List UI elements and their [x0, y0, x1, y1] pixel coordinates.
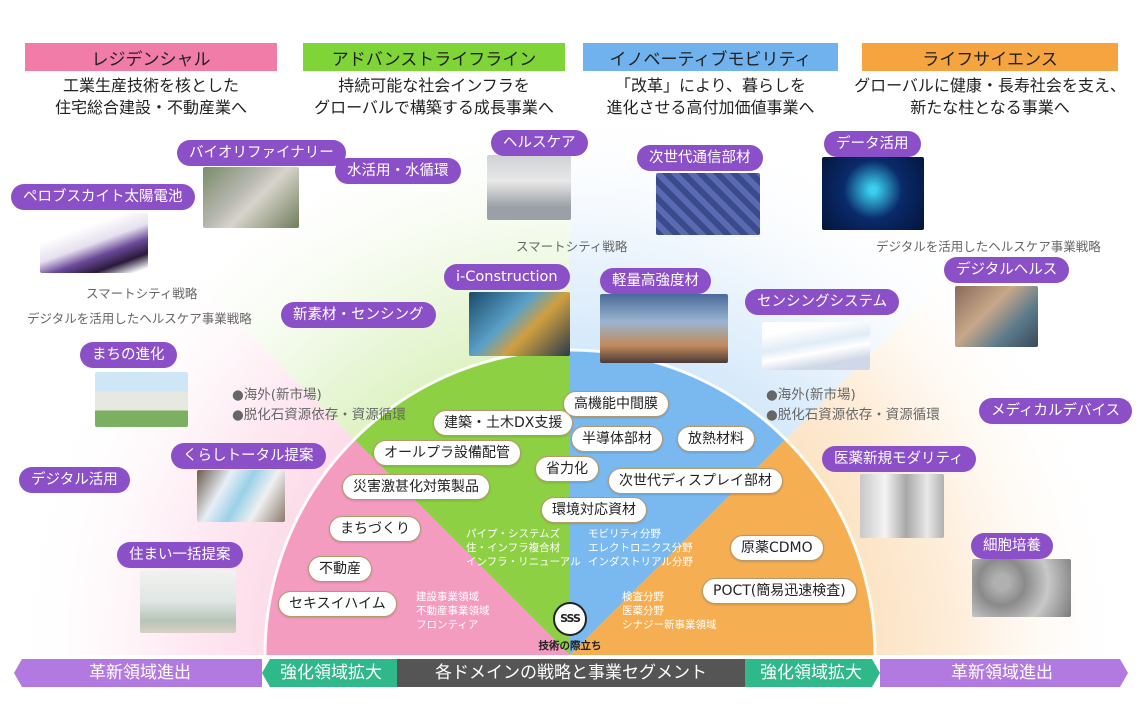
- healthcare-photo: [487, 155, 571, 220]
- bar-left-strengthen: 強化領域拡大: [280, 663, 382, 683]
- domain-header-mobility: イノベーティブモビリティ: [583, 43, 838, 71]
- drug-modality-photo: [860, 474, 944, 538]
- bullet-item: ●脱化石資源依存・資源循環: [232, 407, 406, 423]
- bullet-item: ●脱化石資源依存・資源循環: [766, 407, 940, 423]
- tag-shouryoku: 省力化: [535, 456, 599, 482]
- tag-handoutai: 半導体部材: [571, 426, 663, 452]
- bottom-bar-arrows: [14, 659, 1128, 687]
- perovskite-solar-photo: [40, 213, 148, 273]
- segment-medical: 検査分野 医薬分野 シナジー新事業領域: [622, 591, 717, 631]
- pill-sensing-system: センシングシステム: [745, 289, 900, 315]
- cell-culture-photo: [972, 559, 1071, 617]
- segment-mobility: モビリティ分野 エレクトロニクス分野 インダストリアル分野: [588, 528, 693, 568]
- tag-kankyo: 環境対応資材: [541, 497, 647, 523]
- pill-biorefinery: バイオリファイナリー: [177, 140, 346, 166]
- domain-title: ライフサイエンス: [922, 49, 1058, 70]
- pill-next-comm: 次世代通信部材: [637, 145, 763, 171]
- bullets-left: ●海外(新市場) ●脱化石資源依存・資源循環: [232, 385, 406, 425]
- pill-machi: まちの進化: [80, 342, 177, 368]
- bar-right-new: 革新領域進出: [951, 663, 1053, 683]
- note-smart-city-left: スマートシティ戦略: [86, 286, 198, 301]
- machi-photo: [95, 372, 188, 427]
- bar-left-new: 革新領域進出: [89, 663, 191, 683]
- domain-desc-lifescience: グローバルに健康・長寿社会を支え、 新たな柱となる事業へ: [854, 76, 1126, 117]
- pill-lightweight: 軽量高強度材: [600, 268, 711, 294]
- pill-perovskite: ペロブスカイト太陽電池: [11, 184, 195, 210]
- company-logo: SSS 技術の際立ち: [538, 602, 602, 657]
- pill-iconstruction: i-Construction: [444, 264, 570, 290]
- domain-desc-lifeline: 持続可能な社会インフラを グローバルで構築する成長事業へ: [314, 76, 554, 117]
- note-smart-city-center: スマートシティ戦略: [516, 239, 628, 254]
- pill-digital-health: デジタルヘルス: [944, 257, 1070, 283]
- pill-sumai: 住まい一括提案: [117, 542, 243, 568]
- pill-data-use: データ活用: [824, 131, 921, 157]
- pill-new-material: 新素材・センシング: [281, 302, 436, 328]
- domain-title: レジデンシャル: [91, 49, 211, 70]
- sumai-photo: [140, 570, 236, 633]
- data-use-photo: [822, 157, 924, 230]
- pill-drug-modality: 医薬新規モダリティ: [822, 446, 976, 472]
- tag-fudousan: 不動産: [308, 556, 372, 582]
- sensing-system-photo: [762, 322, 870, 370]
- iconstruction-photo: [469, 292, 570, 356]
- pill-digital-use: デジタル活用: [19, 467, 130, 493]
- bar-center: 各ドメインの戦略と事業セグメント: [435, 663, 707, 683]
- tag-display: 次世代ディスプレイ部材: [608, 468, 784, 494]
- tag-allpla: オールプラ設備配管: [373, 440, 521, 466]
- segment-housing: 建設事業領域 不動産事業領域 フロンティア: [416, 591, 490, 631]
- bar-right-strengthen: 強化領域拡大: [760, 663, 862, 683]
- tag-poct: POCT(簡易迅速検査): [702, 578, 857, 604]
- tag-koukinou: 高機能中間膜: [563, 391, 669, 417]
- note-digital-health-left: デジタルを活用したヘルスケア事業戦略: [27, 311, 252, 326]
- bullets-right: ●海外(新市場) ●脱化石資源依存・資源循環: [766, 385, 940, 425]
- logo-caption: 技術の際立ち: [538, 640, 602, 652]
- note-digital-health-right: デジタルを活用したヘルスケア事業戦略: [876, 239, 1101, 254]
- tag-kenchiku: 建築・土木DX支援: [433, 410, 574, 436]
- kurashi-photo: [197, 470, 285, 522]
- domain-desc-residential: 工業生産技術を核とした 住宅総合建設・不動産業へ: [54, 76, 247, 117]
- domain-desc-mobility: 「改革」により、暮らしを 進化させる高付加価値事業へ: [606, 76, 815, 117]
- pill-cell-culture: 細胞培養: [971, 533, 1053, 559]
- domain-title: イノベーティブモビリティ: [609, 49, 812, 70]
- next-comm-photo: [656, 173, 760, 235]
- digital-health-photo: [955, 286, 1038, 347]
- domain-header-residential: レジデンシャル: [25, 43, 277, 71]
- pill-water: 水活用・水循環: [335, 158, 461, 184]
- tag-genyaku: 原薬CDMO: [730, 535, 824, 561]
- pill-healthcare: ヘルスケア: [491, 130, 588, 156]
- lightweight-photo: [600, 294, 728, 363]
- pill-kurashi: くらしトータル提案: [171, 443, 326, 469]
- bullet-item: ●海外(新市場): [232, 387, 322, 403]
- domain-header-lifeline: アドバンストライフライン: [303, 43, 565, 71]
- segment-pipe: パイプ・システムズ 住・インフラ複合材 インフラ・リニューアル: [466, 528, 581, 568]
- tag-machizukuri: まちづくり: [329, 516, 421, 542]
- logo-mark: SSS: [553, 602, 587, 636]
- tag-saigai: 災害激甚化対策製品: [342, 474, 490, 500]
- tag-sekisui-haim: セキスイハイム: [278, 591, 397, 617]
- biorefinery-photo: [203, 167, 299, 228]
- tag-hounetsu: 放熱材料: [677, 426, 755, 452]
- pill-medical-device: メディカルデバイス: [979, 398, 1133, 424]
- bullet-item: ●海外(新市場): [766, 387, 856, 403]
- domain-title: アドバンストライフライン: [331, 49, 537, 70]
- domain-header-lifescience: ライフサイエンス: [862, 43, 1118, 71]
